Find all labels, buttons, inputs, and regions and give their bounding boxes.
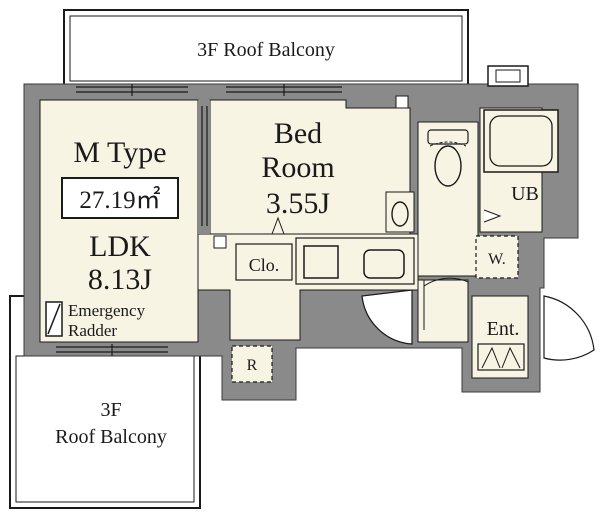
hall-door: [361, 289, 413, 345]
area-box: [61, 177, 179, 219]
closet: [235, 243, 293, 281]
kitchen-counter: [295, 237, 415, 285]
closet-label: Clo.: [249, 255, 280, 275]
sliding-door: [201, 106, 208, 226]
shoe-cabinet: [477, 343, 525, 371]
entrance-label: Ent.: [487, 318, 520, 340]
toilet-floor: [417, 121, 479, 277]
bedroom-name-line2: Room: [261, 151, 334, 184]
fridge-label: R: [247, 357, 258, 374]
bedroom-name-line1: Bed: [274, 117, 322, 150]
toilet-bowl: [434, 145, 462, 187]
top-balcony-label: 3F Roof Balcony: [197, 39, 335, 61]
emergency-ladder-label-line1: Emergency: [68, 301, 146, 320]
hall-floor: [417, 279, 469, 343]
bathtub: [483, 109, 559, 173]
toilet-door: [423, 277, 469, 330]
ldk-bedroom-wall: [198, 100, 210, 234]
washer-label: W.: [488, 251, 506, 268]
vent-box: [487, 65, 529, 87]
ldk-floor: [39, 99, 199, 343]
bottom-window: [56, 344, 168, 356]
unit-area-label: 27.19㎡: [79, 186, 160, 214]
washer-space: [475, 235, 519, 279]
stove: [303, 245, 339, 279]
bottom-balcony-label-line2: Roof Balcony: [55, 426, 167, 448]
emergency-ladder-label-line2: Radder: [68, 321, 117, 340]
ldk-name: LDK: [89, 230, 151, 263]
bottom-balcony-label-line1: 3F: [100, 399, 121, 421]
bath-label: UB: [511, 183, 539, 205]
unit-type-label: M Type: [73, 136, 166, 169]
ldk-size: 8.13J: [88, 263, 153, 296]
sink: [363, 249, 405, 279]
fridge-space: [231, 345, 273, 383]
toilet-tank: [427, 129, 469, 145]
pipe-shaft: [395, 95, 409, 109]
top-roof-balcony: [63, 9, 469, 86]
bedroom-size: 3.55J: [266, 187, 331, 220]
entrance-door: [543, 295, 595, 361]
top-windows: [76, 84, 342, 96]
